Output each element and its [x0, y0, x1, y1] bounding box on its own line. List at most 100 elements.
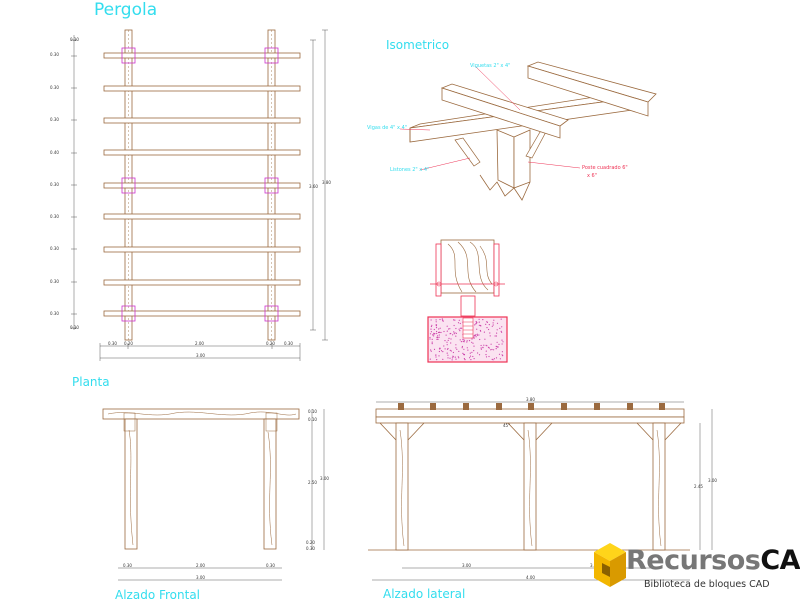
- angle-label: 45°: [503, 423, 510, 428]
- hatch-dot: [452, 351, 454, 354]
- hatch-dot: [477, 352, 479, 354]
- dim-label: 2.45: [694, 484, 703, 489]
- hatch-dot: [458, 350, 460, 352]
- hatch-dot: [486, 327, 488, 329]
- hatch-dot: [429, 338, 431, 340]
- hatch-dot: [459, 339, 461, 341]
- hatch-dot: [440, 350, 443, 352]
- note-poste-2: x 6": [587, 173, 597, 179]
- hatch-dot: [430, 349, 432, 351]
- hatch-dot: [449, 328, 451, 330]
- hatch-dot: [436, 330, 438, 333]
- hatch-dot: [436, 336, 438, 338]
- logo-cube-icon: [594, 543, 626, 587]
- hatch-dot: [473, 350, 475, 352]
- hatch-dot: [485, 356, 488, 358]
- plan-posts: [121, 47, 279, 322]
- dim-label: 0.30: [50, 311, 59, 316]
- hatch-dot: [439, 347, 441, 349]
- hatch-dot: [433, 332, 435, 334]
- hatch-dot: [442, 358, 444, 360]
- hatch-dot: [436, 359, 438, 361]
- plan-right-dimensions: [310, 29, 328, 341]
- dim-label: 0.30: [284, 341, 293, 346]
- hatch-dot: [482, 319, 484, 321]
- hatch-dot: [474, 334, 476, 336]
- hatch-dot: [492, 359, 494, 361]
- dim-label: 0.30: [50, 246, 59, 251]
- hatch-dot: [438, 350, 440, 353]
- hatch-dot: [474, 324, 476, 326]
- hatch-dot: [431, 324, 433, 326]
- hatch-dot: [460, 327, 463, 329]
- side-right-dimensions: [699, 409, 713, 550]
- dim-label: 0.30: [306, 546, 315, 551]
- hatch-dot: [500, 318, 502, 320]
- hatch-dot: [478, 321, 480, 323]
- hatch-dot: [454, 332, 456, 334]
- hatch-dot: [448, 328, 450, 330]
- hatch-dot: [480, 348, 482, 350]
- dim-label: 3.00: [462, 563, 471, 568]
- dim-label: 0.30: [50, 117, 59, 122]
- hatch-dot: [457, 322, 460, 324]
- hatch-dot: [491, 325, 493, 327]
- hatch-dot: [460, 341, 462, 343]
- front-bottom-dimensions: [118, 567, 282, 581]
- hatch-dot: [469, 357, 471, 359]
- hatch-dot: [453, 331, 455, 333]
- hatch-dot: [456, 348, 458, 350]
- hatch-dot: [442, 319, 444, 322]
- hatch-dot: [431, 343, 433, 345]
- hatch-dot: [453, 333, 455, 335]
- hatch-dot: [459, 327, 461, 329]
- pergola-title: Pergola: [94, 0, 158, 20]
- hatch-dot: [458, 357, 460, 359]
- hatch-dot: [493, 349, 495, 351]
- hatch-dot: [455, 327, 457, 330]
- hatch-dot: [462, 338, 464, 340]
- plan-left-dim-labels: 0.30 0.30 0.30 0.40 0.30 0.30 0.30 0.30 …: [50, 37, 79, 330]
- hatch-dot: [491, 358, 493, 360]
- hatch-dot: [463, 339, 466, 341]
- hatch-dot: [494, 335, 496, 337]
- hatch-dot: [499, 358, 501, 360]
- isometric-leaders: [399, 65, 581, 171]
- hatch-dot: [472, 342, 474, 344]
- hatch-dot: [471, 351, 473, 353]
- hatch-dot: [498, 343, 500, 345]
- hatch-dot: [444, 348, 446, 350]
- hatch-dot: [480, 325, 482, 327]
- hatch-dot: [502, 341, 504, 343]
- hatch-dot: [437, 331, 440, 334]
- hatch-dot: [485, 344, 487, 346]
- logo-wordmark-part2: CAD: [760, 545, 800, 576]
- dim-label: 0.20: [124, 341, 133, 346]
- hatch-dot: [476, 334, 479, 336]
- dim-label: 2.00: [195, 341, 204, 346]
- hatch-dot: [489, 335, 491, 337]
- hatch-dot: [501, 343, 503, 345]
- hatch-dot: [447, 339, 449, 341]
- hatch-dot: [451, 357, 453, 359]
- hatch-dot: [485, 323, 487, 325]
- hatch-dot: [483, 344, 485, 346]
- hatch-dot: [490, 349, 492, 351]
- dim-label: 3.80: [526, 397, 535, 402]
- recursoscad-logo: RecursosCAD Biblioteca de bloques CAD: [592, 541, 800, 596]
- hatch-dot: [495, 357, 498, 359]
- hatch-dot: [438, 336, 440, 338]
- hatch-dot: [431, 338, 433, 340]
- plan-joists: [103, 52, 301, 317]
- hatch-dot: [479, 338, 481, 341]
- dim-label: 0.30: [108, 341, 117, 346]
- hatch-dot: [459, 330, 461, 332]
- dim-label: 0.10: [70, 37, 79, 42]
- hatch-dot: [430, 328, 432, 330]
- hatch-dot: [473, 337, 475, 339]
- hatch-dot: [476, 328, 478, 330]
- dim-label: 0.10: [308, 417, 317, 422]
- hatch-dot: [466, 341, 468, 343]
- hatch-dot: [463, 348, 465, 350]
- hatch-dot: [438, 355, 440, 357]
